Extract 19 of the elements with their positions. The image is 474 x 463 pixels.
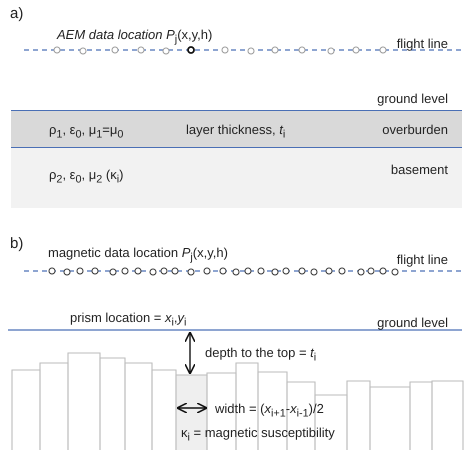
- annotation-text: AEM data location P$_{j}$(x,y,h): [57, 27, 212, 48]
- layer-name: basement: [390, 162, 448, 177]
- panel-letter: a): [10, 6, 24, 21]
- annotation-text: width = (x$_{i+1}$-x$_{i-1}$)/2: [215, 401, 324, 422]
- panel-letter: b): [10, 236, 24, 251]
- annotation-text: depth to the top = t$_{i}$: [205, 345, 316, 366]
- overburden-layer: [11, 110, 462, 148]
- annotation-text: prism location = x$_{i}$,y$_{i}$: [70, 310, 186, 331]
- parameter-text: ρ$_{1}$, ε$_{0}$, μ$_{1}$=μ$_{0}$: [49, 122, 124, 143]
- layer-thickness-label: layer thickness, t$_{i}$: [186, 122, 286, 143]
- annotation-text: magnetic data location P$_{j}$(x,y,h): [48, 245, 228, 266]
- ground-level-label: ground level: [377, 315, 448, 330]
- parameter-text: ρ$_{2}$, ε$_{0}$, μ$_{2}$ (κ$_{i}$): [49, 167, 124, 188]
- flight-line-label: flight line: [396, 252, 448, 267]
- layer-name: overburden: [382, 122, 448, 137]
- basement-layer: [11, 148, 462, 208]
- flight-line-label: flight line: [396, 36, 448, 51]
- annotation-text: κ$_{i}$ = magnetic susceptibility: [181, 425, 335, 446]
- ground-level-label: ground level: [377, 91, 448, 106]
